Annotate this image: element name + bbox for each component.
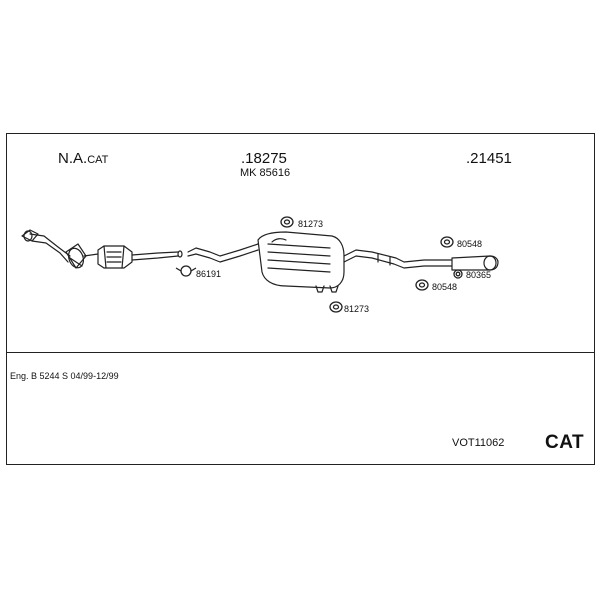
mounting-kit-number: MK 85616 [240, 167, 291, 179]
rubber-hanger-icon [415, 279, 429, 291]
rubber-hanger-icon [280, 216, 294, 228]
rear-pipe [343, 249, 453, 263]
part-label-gasket: 80365 [466, 270, 492, 280]
part-label-hanger-rear-bottom: 80548 [432, 282, 458, 292]
clamp-icon [175, 265, 197, 277]
type-label: CAT [545, 432, 585, 453]
connector-pipe [83, 253, 99, 257]
middle-muffler [257, 231, 345, 289]
front-pipe [131, 251, 179, 256]
tailpipe [451, 255, 499, 271]
part-label-hanger-bottom: 81273 [344, 304, 370, 314]
engine-info: Eng. B 5244 S 04/99-12/99 [10, 371, 119, 381]
main-catalyst [97, 245, 133, 269]
rubber-hanger-icon [329, 301, 343, 313]
middle-part-number: .18275 [241, 150, 287, 167]
gasket-icon [453, 269, 463, 279]
part-icons [175, 216, 463, 313]
kit-code: VOT11062 [452, 437, 505, 449]
rear-part-number: .21451 [466, 150, 512, 167]
part-label-clamp: 86191 [196, 269, 222, 279]
middle-pipe [187, 243, 259, 257]
part-label-hanger-rear-top: 80548 [457, 239, 483, 249]
part-label-hanger-top: 81273 [298, 219, 324, 229]
diagram-frame [6, 133, 595, 465]
cat-section-label: N.A.CAT [58, 150, 109, 167]
front-downpipe [21, 229, 71, 263]
section-divider [6, 352, 595, 353]
rubber-hanger-icon [440, 236, 454, 248]
front-catalyst [65, 243, 87, 269]
